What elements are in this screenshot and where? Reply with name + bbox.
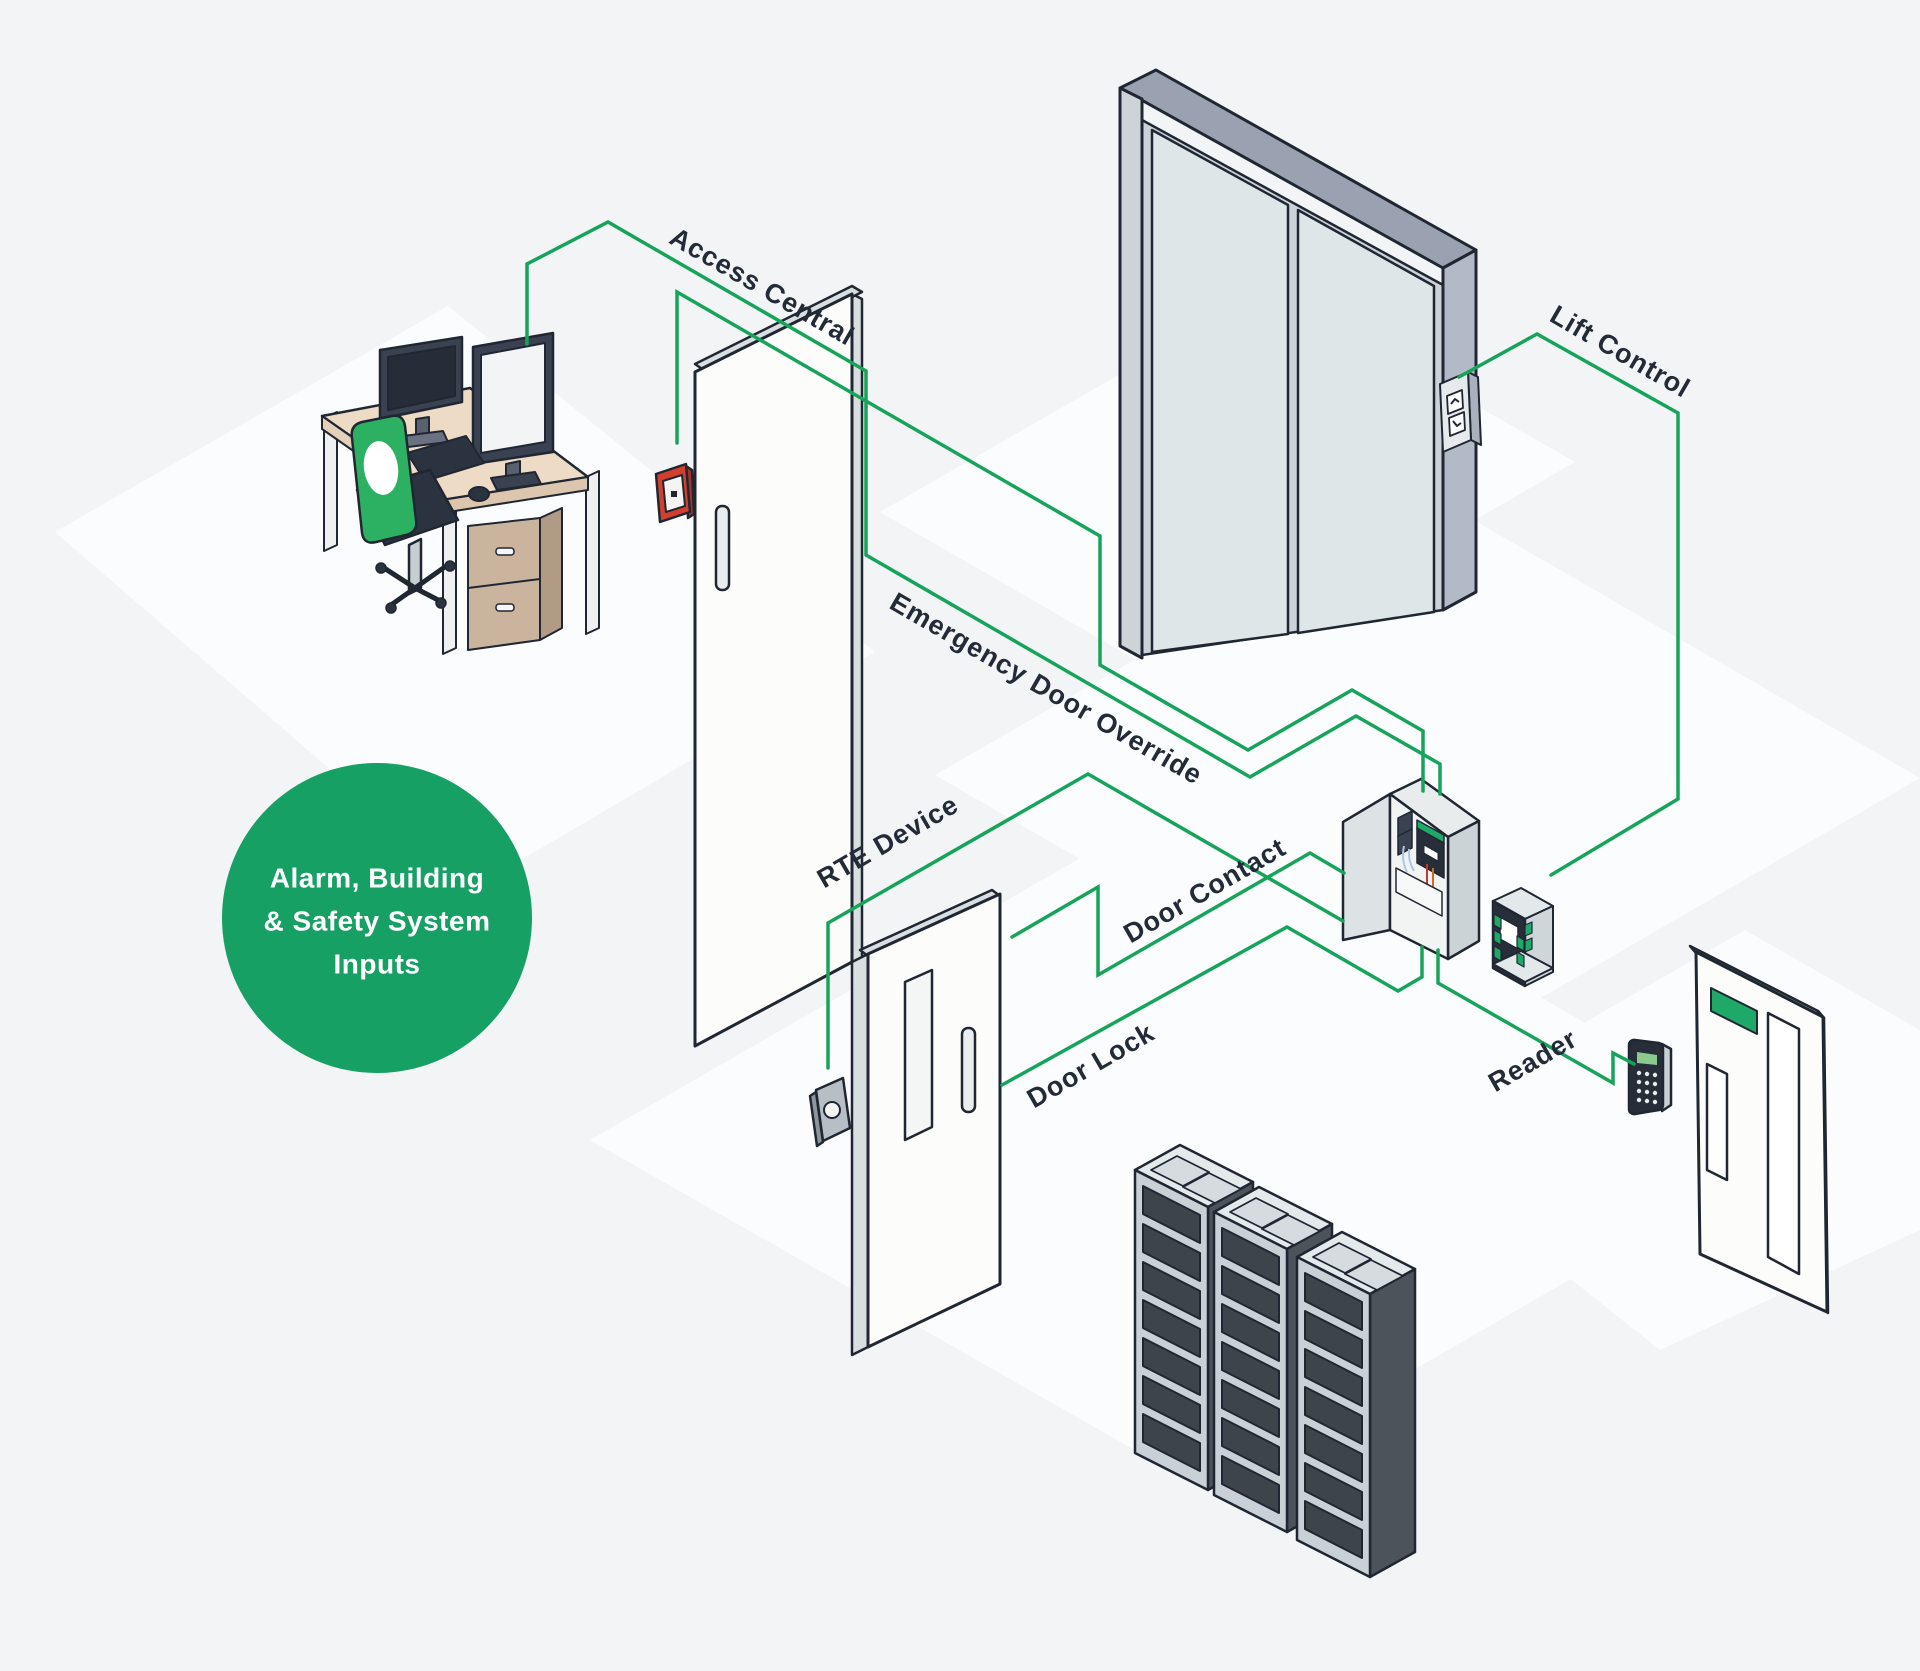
door-window — [1705, 1062, 1729, 1182]
lift-door-right — [1296, 208, 1436, 635]
connection-lines — [525, 220, 1680, 1087]
rte-device-line — [826, 771, 1345, 1070]
keypad-reader — [1627, 1038, 1673, 1116]
badge-line: Inputs — [333, 948, 421, 980]
server-racks — [1133, 1143, 1417, 1579]
lift-door-left — [1150, 128, 1290, 654]
lift-control-line — [1457, 331, 1680, 877]
access-central-line — [525, 220, 1442, 796]
office-chair — [350, 414, 460, 614]
power-supply — [1395, 867, 1443, 917]
emergency-door-override-line — [675, 288, 1425, 793]
monitor-right — [471, 331, 555, 491]
server-room-door — [1688, 944, 1830, 1315]
alarm-inputs-badge-text: Alarm, Building & Safety System Inputs — [217, 857, 537, 986]
lift-doors — [1118, 68, 1478, 660]
alarm-inputs-badge — [222, 763, 532, 1073]
io-module — [1491, 887, 1554, 988]
reader-line — [1436, 948, 1636, 1087]
door-window — [903, 968, 934, 1142]
server-rack — [1295, 1230, 1417, 1579]
badge-line: Alarm, Building — [269, 862, 485, 894]
controller-cabinet — [1341, 777, 1481, 961]
office-door — [693, 284, 864, 1048]
lift-call-button — [1439, 371, 1482, 453]
door-handle — [960, 1026, 977, 1114]
emergency-override-button — [654, 462, 696, 524]
door-window — [1766, 1011, 1801, 1276]
door-contact-line — [1010, 850, 1346, 979]
door-handle — [714, 504, 731, 592]
door-sign — [1710, 987, 1758, 1035]
door-lock-line — [1000, 924, 1424, 1087]
drawer-unit-side — [539, 507, 563, 641]
secured-door — [850, 888, 1002, 1357]
rte-button — [808, 1076, 852, 1148]
badge-line: & Safety System — [263, 905, 491, 937]
mouse — [468, 486, 490, 502]
cabinet-side — [1446, 819, 1481, 961]
monitors — [378, 331, 555, 502]
